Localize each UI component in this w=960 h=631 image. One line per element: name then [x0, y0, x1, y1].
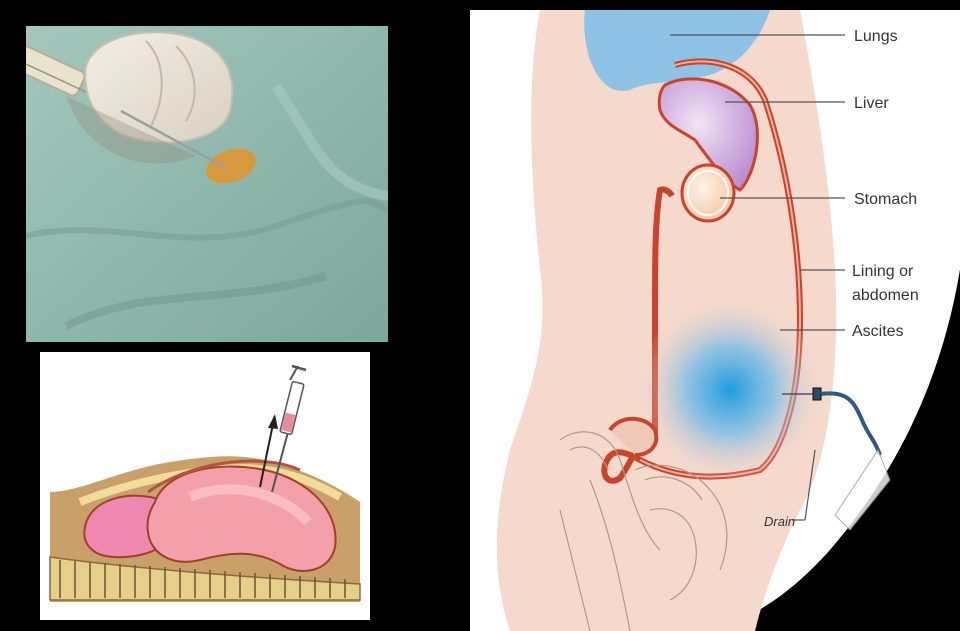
label-drain: Drain — [764, 514, 795, 529]
cross-section-illustration — [40, 352, 370, 620]
label-lining-line1: Lining or — [852, 263, 914, 280]
ascites-anatomy-diagram: Lungs Liver Stomach Lining or abdomen As… — [470, 10, 960, 631]
ascites-fluid — [635, 295, 825, 485]
procedure-photo-illustration — [26, 26, 388, 342]
anatomy-illustration: Lungs Liver Stomach Lining or abdomen As… — [470, 10, 960, 631]
procedure-photo — [26, 26, 388, 342]
label-lungs: Lungs — [854, 28, 898, 45]
label-liver: Liver — [854, 95, 889, 112]
label-stomach: Stomach — [854, 191, 917, 208]
stomach — [682, 165, 734, 221]
label-ascites: Ascites — [852, 323, 904, 340]
paracentesis-cross-section — [40, 352, 370, 620]
label-lining-line2: abdomen — [852, 287, 919, 304]
